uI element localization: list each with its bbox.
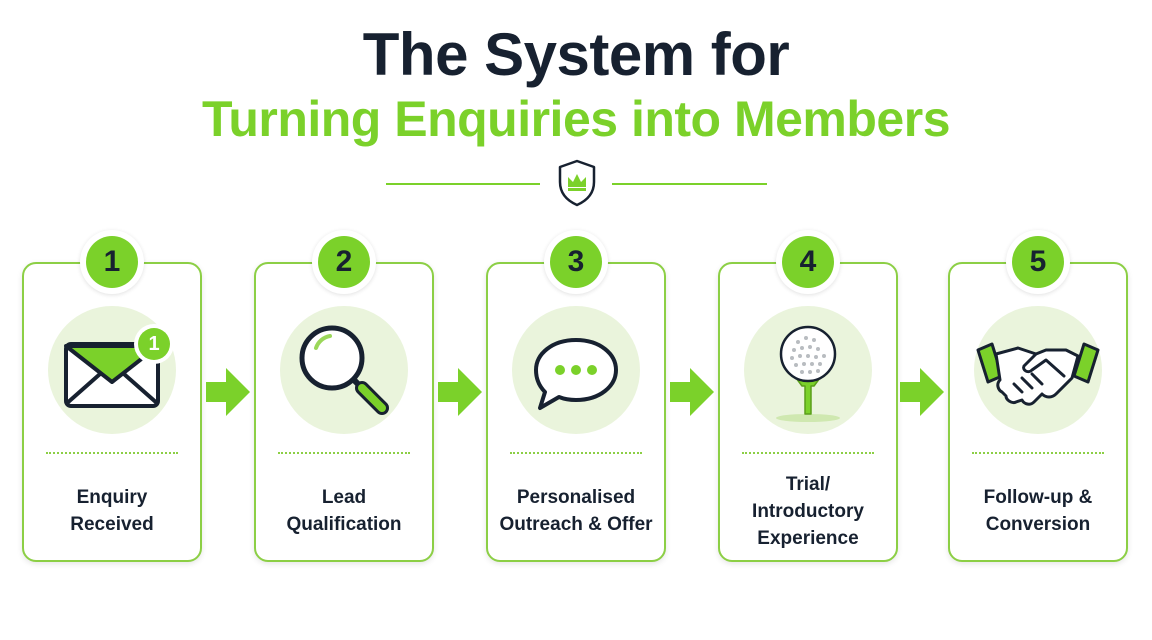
step-card-2: 2 Lead Qualification — [254, 230, 434, 562]
icon-background — [744, 306, 872, 434]
step-number: 1 — [86, 236, 138, 288]
step-number-badge: 4 — [776, 230, 840, 294]
arrow-right-icon — [900, 368, 944, 416]
step-label: Trial/ Introductory Experience — [752, 473, 864, 549]
dotted-separator — [46, 452, 178, 454]
step-label: Personalised Outreach & Offer — [499, 487, 653, 535]
step-card-1: 1 1 Enquiry Received — [22, 230, 202, 562]
dotted-separator — [742, 452, 874, 454]
step-number-badge: 2 — [312, 230, 376, 294]
step-number: 4 — [782, 236, 834, 288]
step-card-4: 4 Trial/ Introductory Experience — [718, 230, 898, 562]
icon-background — [512, 306, 640, 434]
step-number: 3 — [550, 236, 602, 288]
title-line-2: Turning Enquiries into Members — [201, 91, 951, 147]
dotted-separator — [510, 452, 642, 454]
step-number-badge: 1 — [80, 230, 144, 294]
handshake-icon — [976, 342, 1100, 406]
chat-bubble-icon — [534, 338, 618, 410]
magnifier-icon — [299, 325, 389, 415]
step-number: 2 — [318, 236, 370, 288]
icon-background — [48, 306, 176, 434]
icon-background — [974, 306, 1102, 434]
notification-count: 1 — [138, 328, 170, 360]
envelope-icon — [64, 342, 160, 408]
dotted-separator — [972, 452, 1104, 454]
title-divider-left — [386, 183, 540, 185]
step-label: Enquiry Received — [70, 487, 154, 535]
title-line-1: The System for — [362, 21, 790, 88]
golf-ball-tee-icon — [776, 325, 840, 422]
step-number-badge: 3 — [544, 230, 608, 294]
step-number-badge: 5 — [1006, 230, 1070, 294]
step-card-5: 5 Follow-up & Conversion — [948, 230, 1128, 562]
shield-crown-icon — [558, 159, 596, 207]
icon-background — [280, 306, 408, 434]
arrow-right-icon — [670, 368, 714, 416]
step-label: Lead Qualification — [286, 487, 402, 535]
arrow-right-icon — [206, 368, 250, 416]
step-card-3: 3 Personalised Outreach & Offer — [486, 230, 666, 562]
notification-badge: 1 — [134, 324, 174, 364]
arrow-right-icon — [438, 368, 482, 416]
title-divider-right — [612, 183, 767, 185]
step-label: Follow-up & Conversion — [983, 487, 1093, 535]
dotted-separator — [278, 452, 410, 454]
step-number: 5 — [1012, 236, 1064, 288]
